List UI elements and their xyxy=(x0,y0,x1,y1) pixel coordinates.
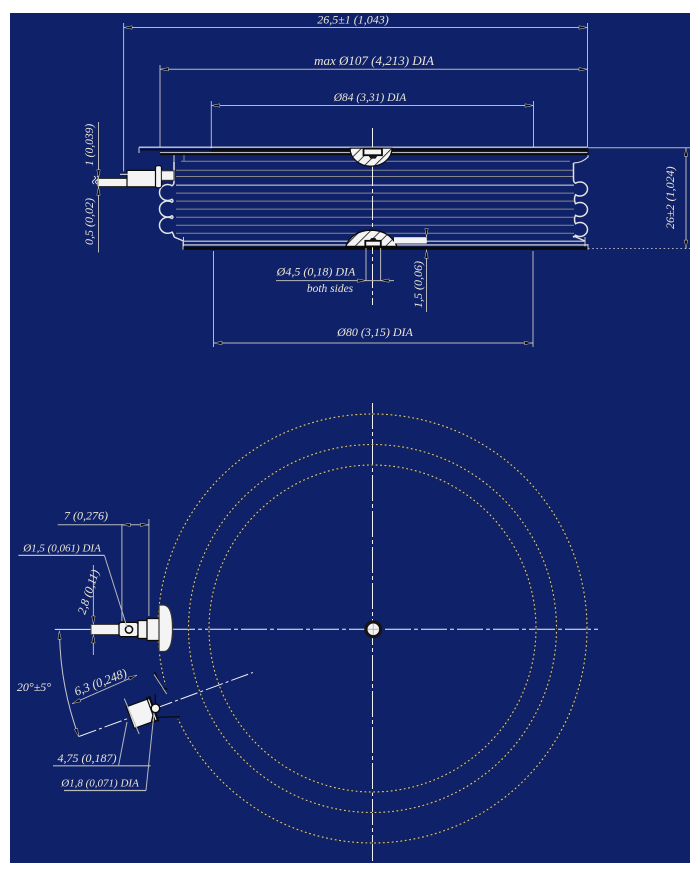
svg-text:0,5 (0,02): 0,5 (0,02) xyxy=(82,198,96,245)
svg-text:1,5 (0,06): 1,5 (0,06) xyxy=(411,261,425,308)
svg-text:4,75 (0,187): 4,75 (0,187) xyxy=(58,751,117,765)
svg-text:7 (0,276): 7 (0,276) xyxy=(64,509,108,523)
svg-text:both sides: both sides xyxy=(307,283,354,295)
svg-text:Ø80 (3,15) DIA: Ø80 (3,15) DIA xyxy=(336,325,413,339)
svg-text:Ø1,8 (0,071) DIA: Ø1,8 (0,071) DIA xyxy=(60,778,139,790)
svg-text:Ø4,5 (0,18) DIA: Ø4,5 (0,18) DIA xyxy=(276,265,356,279)
svg-text:20°±5°: 20°±5° xyxy=(17,680,51,694)
svg-text:max Ø107 (4,213) DIA: max Ø107 (4,213) DIA xyxy=(314,53,434,68)
svg-text:26,5±1 (1,043): 26,5±1 (1,043) xyxy=(317,13,389,27)
svg-text:1 (0,039): 1 (0,039) xyxy=(84,124,96,166)
svg-text:Ø1,5 (0,061) DIA: Ø1,5 (0,061) DIA xyxy=(22,543,101,555)
svg-text:Ø84 (3,31) DIA: Ø84 (3,31) DIA xyxy=(333,92,407,104)
svg-text:26±2 (1,024): 26±2 (1,024) xyxy=(663,166,677,229)
